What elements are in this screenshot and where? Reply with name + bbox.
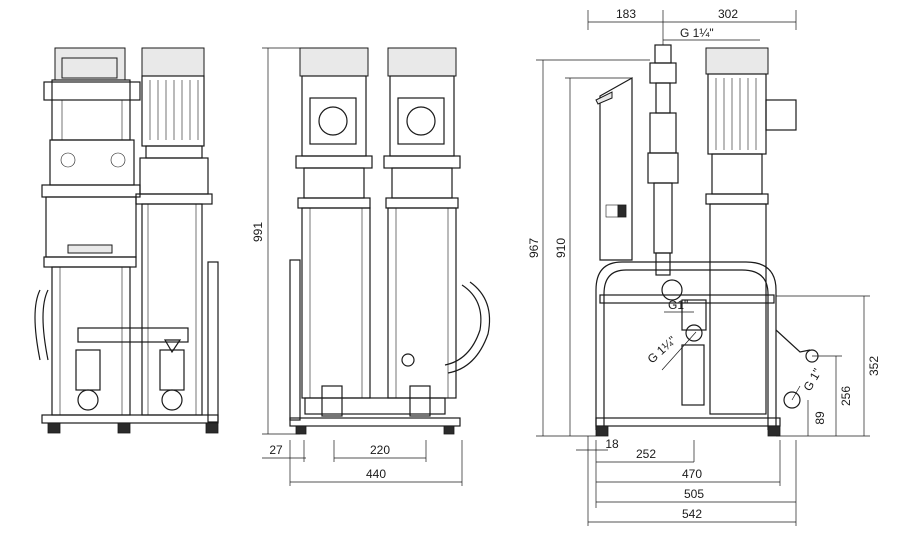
view-front-control xyxy=(34,47,219,434)
dim-440: 440 xyxy=(366,467,386,481)
dim-18: 18 xyxy=(605,437,619,451)
conn-low: G 1" xyxy=(800,366,824,393)
conn-mid: G1" xyxy=(668,298,688,312)
dim-27: 27 xyxy=(269,443,283,457)
dim-352: 352 xyxy=(867,356,881,376)
motor-right-top xyxy=(141,47,205,77)
conn-inlet-top: G 1¼" xyxy=(680,26,714,40)
side-motor-top xyxy=(705,47,769,75)
dim-910: 910 xyxy=(554,238,568,258)
dim-302: 302 xyxy=(718,7,738,21)
dim-256: 256 xyxy=(839,386,853,406)
dimension-labels: 991 27 220 440 183 302 G 1¼" 967 910 G1"… xyxy=(251,7,881,521)
motor-b xyxy=(387,47,457,77)
dim-967: 967 xyxy=(527,238,541,258)
dim-183: 183 xyxy=(616,7,636,21)
conn-angled: G 1¼" xyxy=(645,333,679,366)
dim-220: 220 xyxy=(370,443,390,457)
dim-252: 252 xyxy=(636,447,656,461)
dim-89: 89 xyxy=(813,411,827,425)
view-side xyxy=(595,44,819,437)
dim-991: 991 xyxy=(251,222,265,242)
dim-542: 542 xyxy=(682,507,702,521)
dimensions xyxy=(262,10,870,526)
dim-470: 470 xyxy=(682,467,702,481)
motor-a xyxy=(299,47,369,77)
view-front-pumps xyxy=(289,47,491,435)
dim-505: 505 xyxy=(684,487,704,501)
